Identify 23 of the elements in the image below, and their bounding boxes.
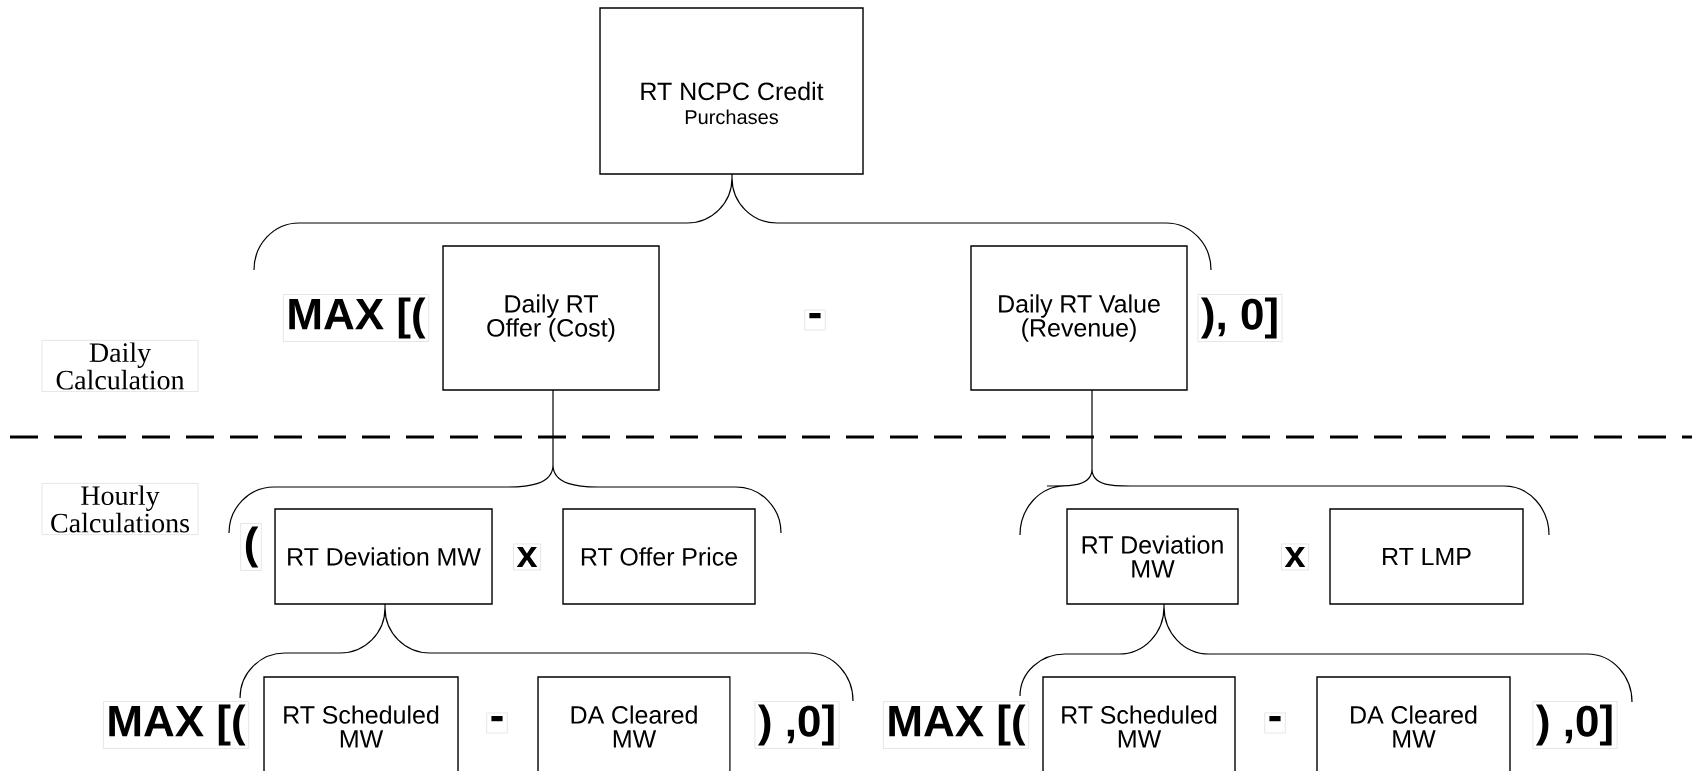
formula-text: - xyxy=(486,712,508,734)
process-box: RT Deviation MW xyxy=(1066,508,1239,605)
process-box: DA Cleared MW xyxy=(537,676,731,771)
process-box: RT Deviation MW xyxy=(274,508,493,605)
formula-text: ( xyxy=(240,523,262,571)
formula-text: ) ,0] xyxy=(754,701,840,749)
formula-text: ), 0] xyxy=(1197,294,1283,342)
section-label: Daily Calculation xyxy=(41,340,199,392)
process-box: RT Offer Price xyxy=(562,508,756,605)
formula-text: MAX [( xyxy=(102,701,250,749)
formula-text: - xyxy=(1264,712,1286,734)
formula-text: MAX [( xyxy=(282,294,430,342)
process-box: RT NCPC Credit Purchases xyxy=(599,7,864,175)
process-box: RT Scheduled MW xyxy=(263,676,459,771)
process-box: Daily RT Value (Revenue) xyxy=(970,245,1188,391)
process-box: RT LMP xyxy=(1329,508,1524,605)
formula-text: ) ,0] xyxy=(1532,701,1618,749)
process-box: RT Scheduled MW xyxy=(1042,676,1236,771)
section-label: Hourly Calculations xyxy=(41,483,199,535)
process-box: Daily RT Offer (Cost) xyxy=(442,245,660,391)
formula-text: MAX [( xyxy=(882,701,1030,749)
formula-text: - xyxy=(804,309,826,331)
process-box: DA Cleared MW xyxy=(1316,676,1511,771)
